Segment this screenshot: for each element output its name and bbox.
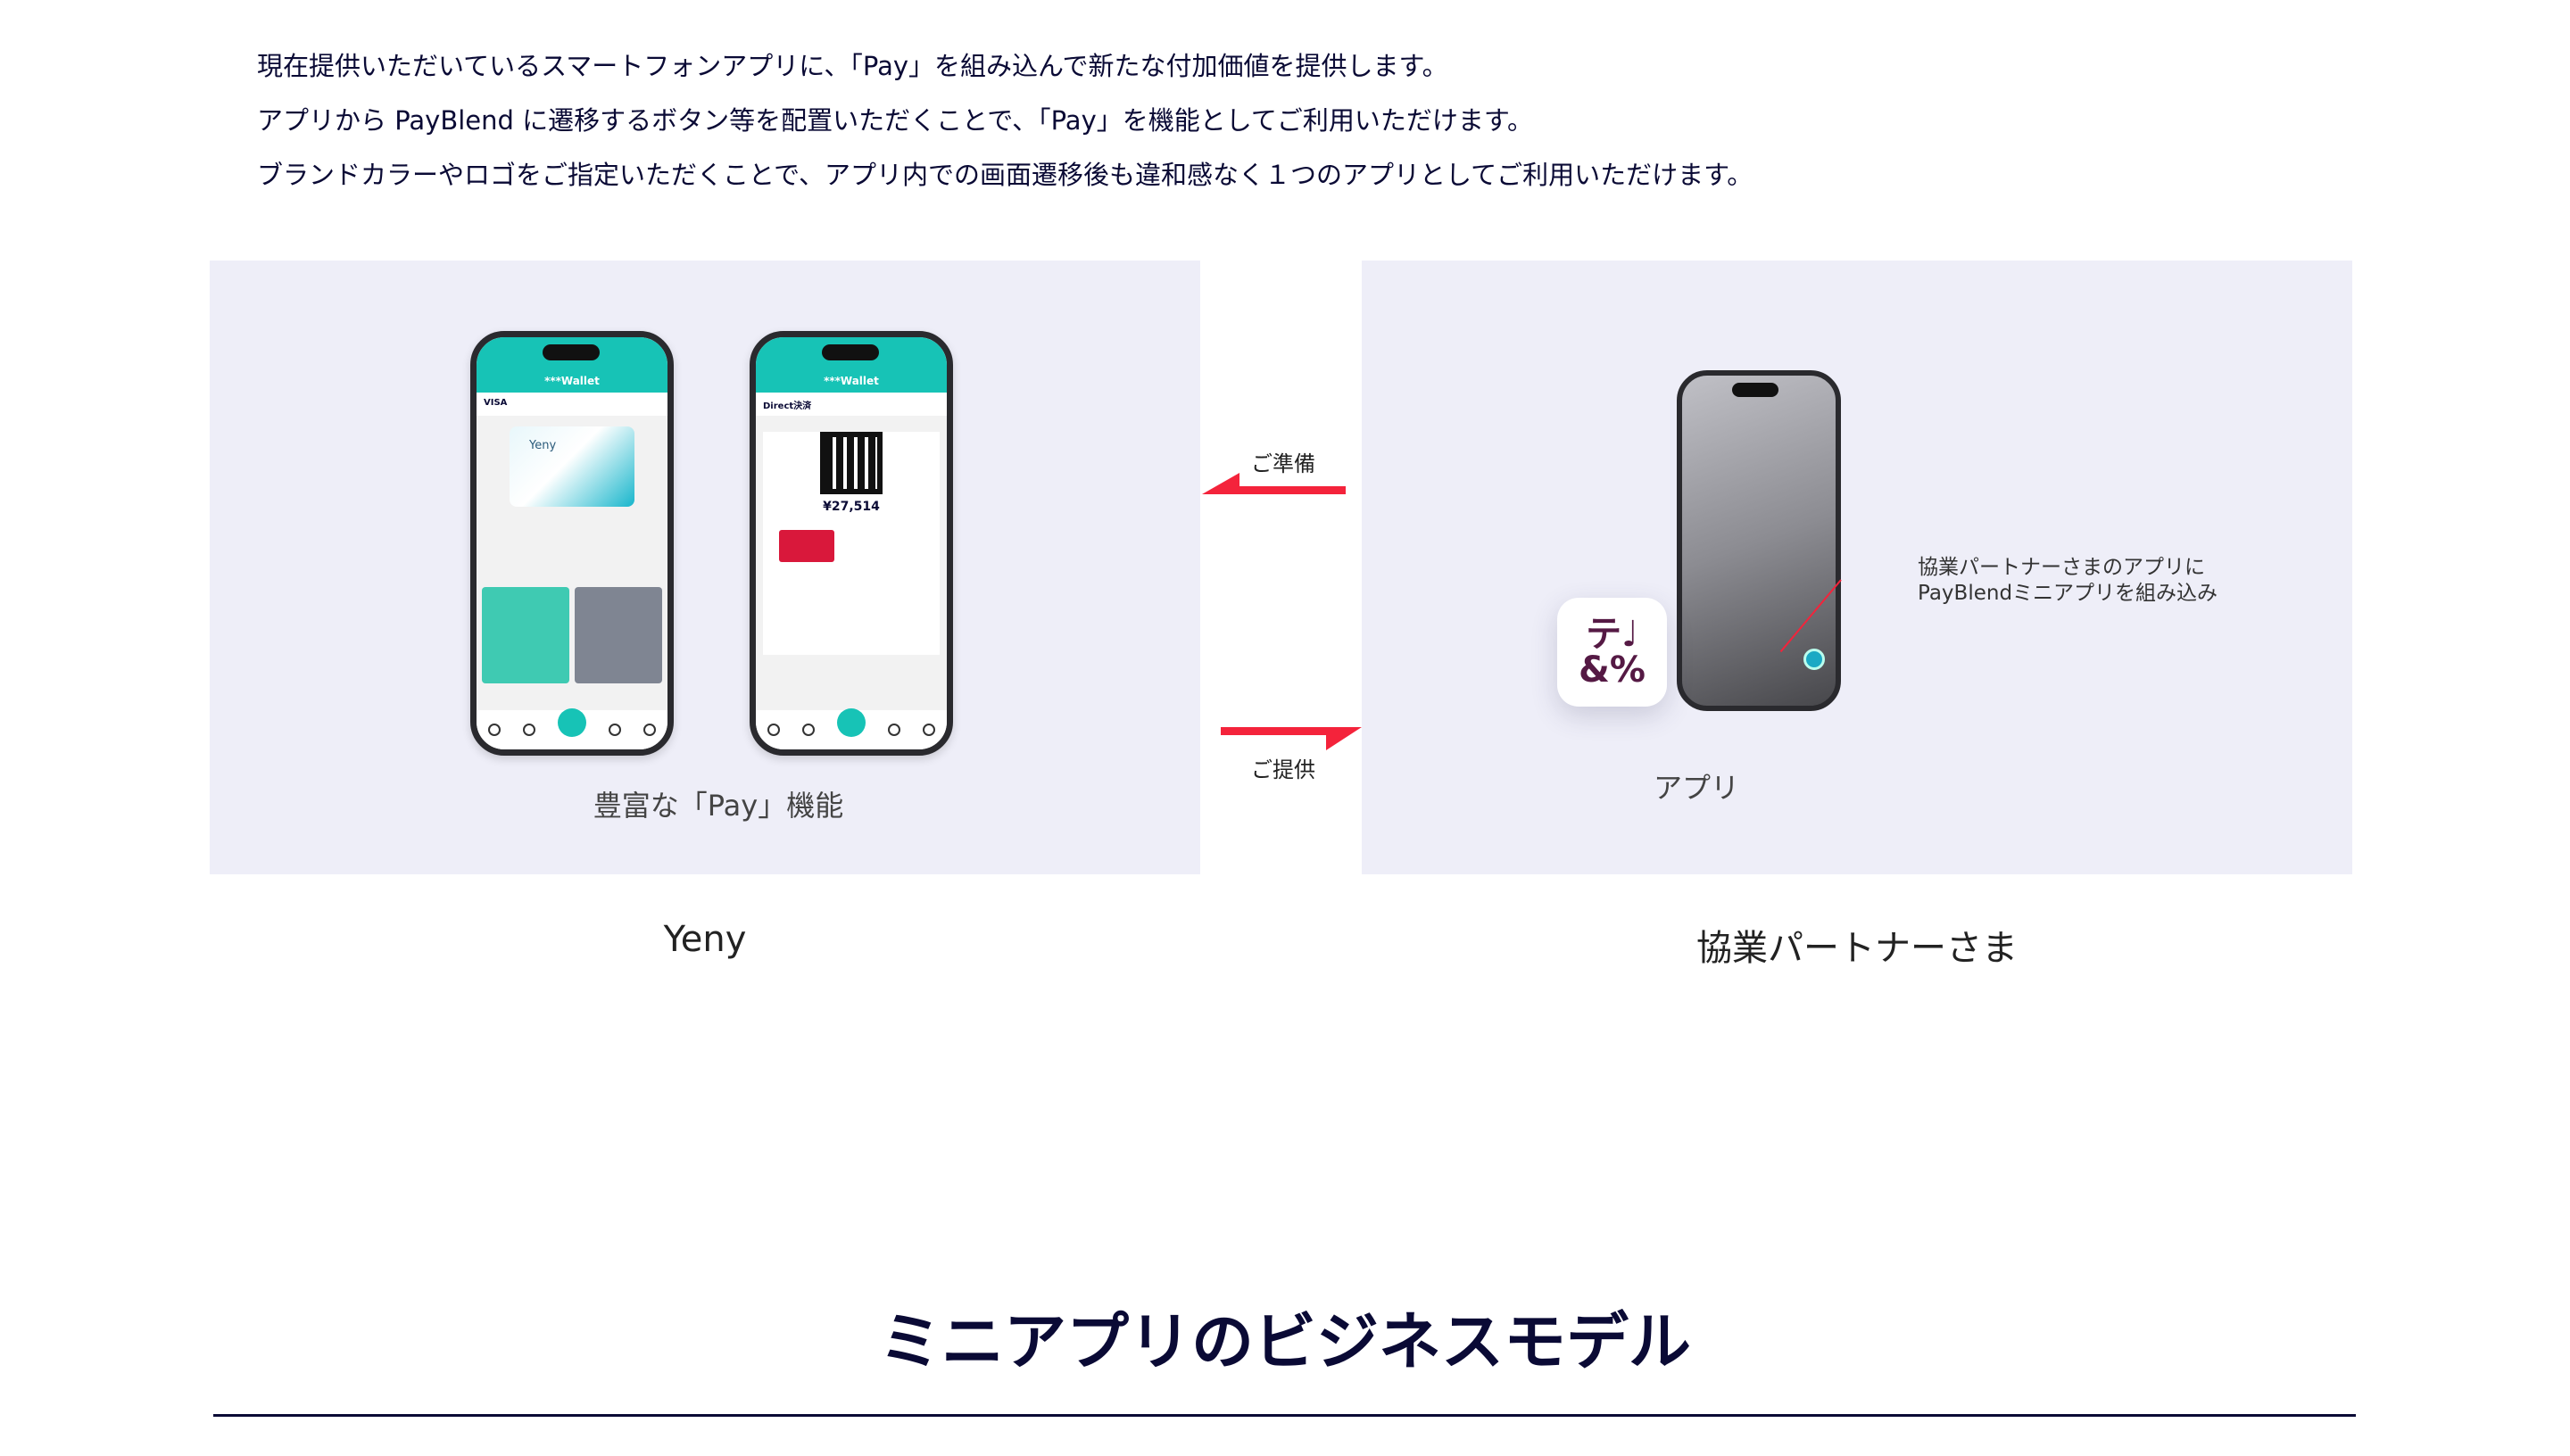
intro-line: ブランドカラーやロゴをご指定いただくことで、アプリ内での画面遷移後も違和感なく１…	[257, 160, 1753, 190]
arrow-right-icon	[1221, 727, 1328, 735]
card-image: Yeny	[510, 426, 634, 507]
phone-title: ***Wallet	[544, 375, 600, 387]
app-label: アプリ	[1653, 771, 1740, 805]
phone-subheader: Direct決済	[756, 393, 947, 416]
payblend-miniapp-icon	[1803, 649, 1825, 670]
section-heading: ミニアプリのビジネスモデル	[879, 1305, 1691, 1378]
divider	[213, 1414, 2356, 1417]
bottom-nav	[477, 708, 667, 749]
intro-text: 現在提供いただいているスマートフォンアプリに、「Pay」を組み込んで新たな付加価…	[257, 39, 1753, 203]
app-icon-logo: テ♩&%	[1579, 614, 1646, 691]
pay-feature-label: 豊富な「Pay」機能	[593, 789, 844, 823]
yeny-caption: Yeny	[663, 919, 747, 960]
phone-subheader: VISA	[477, 393, 667, 416]
card-brand: Yeny	[529, 439, 557, 452]
note-line: PayBlendミニアプリを組み込み	[1918, 582, 2218, 605]
intro-line: アプリから PayBlend に遷移するボタン等を配置いただくことで、「Pay」…	[257, 105, 1533, 136]
callout-note: 協業パートナーさまのアプリに PayBlendミニアプリを組み込み	[1918, 555, 2218, 607]
arrow-left-icon	[1231, 486, 1346, 494]
bottom-nav	[756, 708, 947, 749]
phone-title: ***Wallet	[824, 375, 879, 387]
note-line: 協業パートナーさまのアプリに	[1918, 556, 2205, 579]
intro-line: 現在提供いただいているスマートフォンアプリに、「Pay」を組み込んで新たな付加価…	[257, 51, 1448, 81]
provide-label: ご提供	[1251, 757, 1315, 782]
phone-mockup-wallet: ***Wallet VISA Yeny	[470, 331, 674, 756]
yeny-panel: ***Wallet VISA Yeny ***Wallet Direct決済 ¥…	[210, 261, 1200, 874]
partner-caption: 協業パートナーさま	[1696, 928, 2018, 969]
partner-app-icon: テ♩&%	[1557, 598, 1667, 707]
balance-amount: ¥27,514	[823, 500, 880, 514]
partner-panel: テ♩&% 協業パートナーさまのアプリに PayBlendミニアプリを組み込み ア…	[1362, 261, 2352, 874]
arrowhead-left-icon	[1202, 473, 1239, 494]
arrowhead-right-icon	[1326, 727, 1362, 750]
phone-mockup-direct: ***Wallet Direct決済 ¥27,514	[750, 331, 953, 756]
partner-phone-mockup	[1677, 370, 1841, 711]
red-card	[779, 530, 834, 562]
prepare-label: ご準備	[1251, 451, 1315, 476]
qr-code-icon	[820, 432, 883, 494]
